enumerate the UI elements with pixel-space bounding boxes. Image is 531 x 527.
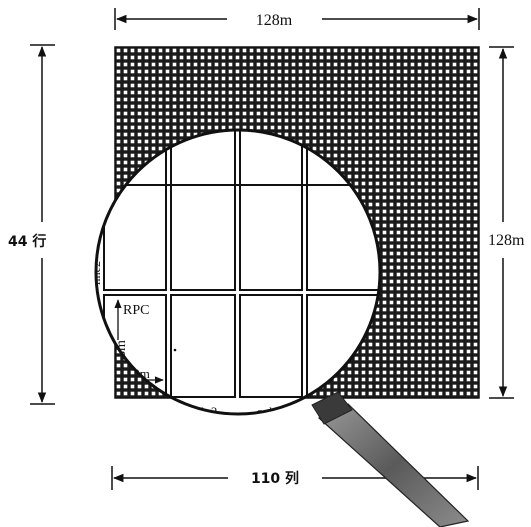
cell-line1-col3	[239, 294, 303, 398]
col1-label: col. 1	[126, 404, 155, 419]
right-height-label: 128m	[488, 232, 525, 249]
cell-line2-col4	[306, 130, 380, 291]
top-width-label: 128m	[256, 12, 293, 29]
line2-label: line2	[89, 261, 103, 285]
cell-line2-col2	[170, 130, 236, 291]
cell-dot	[173, 348, 177, 352]
handle-collar	[311, 391, 353, 425]
handle-shaft	[317, 403, 470, 527]
lens-rim	[94, 128, 382, 416]
cell-line2-col3	[239, 130, 303, 291]
left-rows-label: 44 行	[8, 233, 46, 250]
cell-line1-col2	[170, 294, 236, 398]
magnifier-handle	[311, 391, 470, 527]
rpc-label: RPC	[123, 303, 149, 318]
line1-label: line1	[89, 349, 103, 373]
bottom-cols-label: 110 列	[251, 470, 299, 487]
